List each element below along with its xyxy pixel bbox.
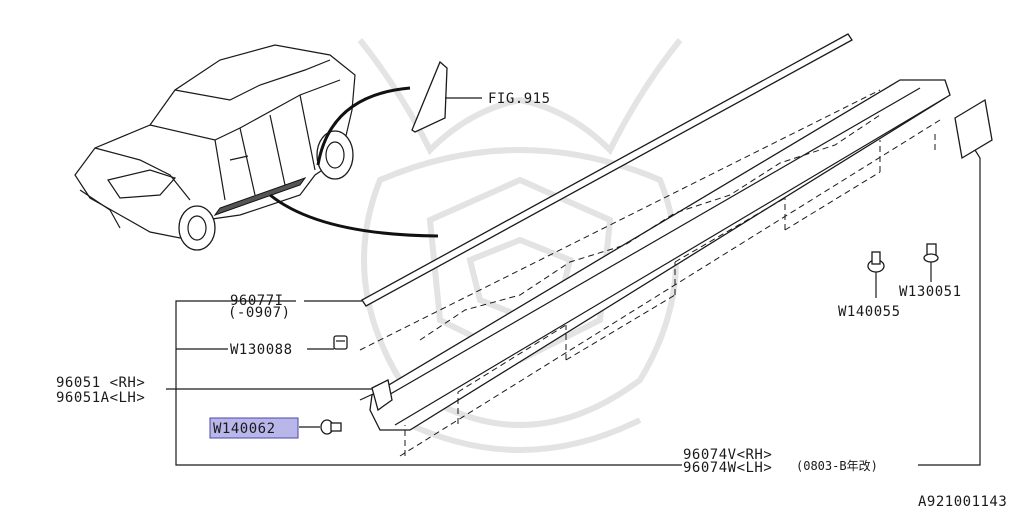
fender-bracket-part <box>411 60 448 133</box>
highlight-box-w140062 <box>209 417 299 439</box>
part-label-96051-rh: 96051 <RH> <box>56 375 145 391</box>
bracket-96051-part <box>359 379 393 412</box>
part-note-96074w: (0803-B年改) <box>796 459 878 473</box>
part-label-w140055: W140055 <box>838 304 901 320</box>
part-label-w130088: W130088 <box>230 342 293 358</box>
diagram-code: A921001143 <box>918 494 1007 510</box>
watermark-emblem <box>357 38 683 453</box>
part-label-w130051: W130051 <box>899 284 962 300</box>
molding-strip-part <box>361 33 853 307</box>
clip-w130088-part <box>333 335 348 350</box>
part-label-96051a-lh: 96051A<LH> <box>56 390 145 406</box>
part-label-96074w-lh: 96074W<LH> <box>683 460 772 476</box>
callout-curve-upper <box>316 86 411 166</box>
clip-w140062-part <box>320 419 342 435</box>
side-sill-garnish-part <box>369 79 951 431</box>
part-label-96074v-rh: 96074V<RH> <box>683 447 772 463</box>
clip-w130051-part <box>923 243 939 263</box>
clip-w140055-part <box>867 251 885 273</box>
part-label-96077i: 96077I <box>230 293 284 309</box>
callout-curve-lower <box>269 193 439 238</box>
fig-ref-label: FIG.915 <box>488 91 551 107</box>
part-note-96077i: (-0907) <box>228 305 291 321</box>
leader-lines <box>166 149 981 466</box>
part-label-w140062[interactable]: W140062 <box>213 421 276 437</box>
car-illustration <box>74 44 356 251</box>
inner-outline-dashed <box>359 89 941 457</box>
end-cap-panel-part <box>954 98 993 160</box>
